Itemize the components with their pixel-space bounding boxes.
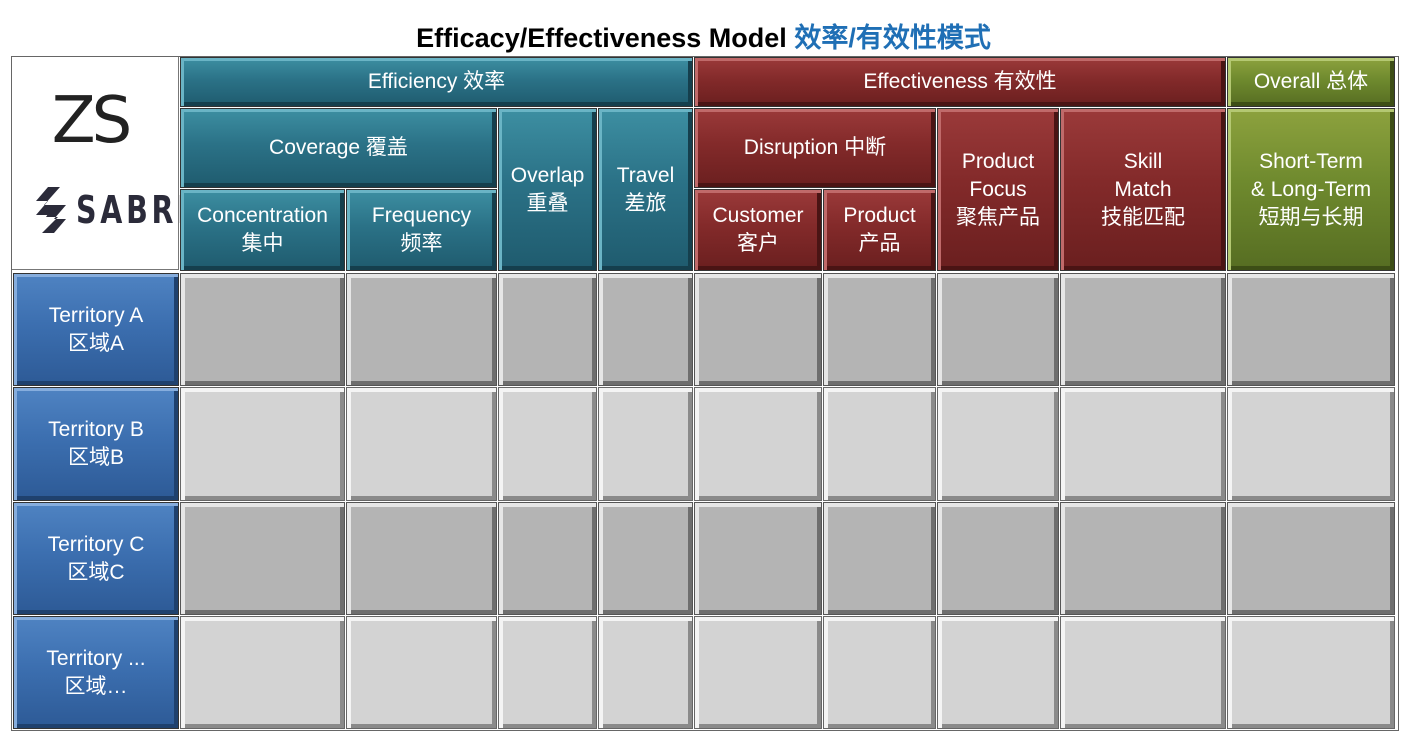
matrix-cell bbox=[180, 273, 345, 386]
zs-logo: ZS bbox=[51, 84, 132, 158]
sabre-mark-icon bbox=[36, 187, 66, 233]
matrix-cell bbox=[598, 273, 693, 386]
title-chinese: 效率/有效性模式 bbox=[794, 23, 991, 53]
matrix-cell bbox=[498, 502, 597, 615]
matrix-cell bbox=[598, 502, 693, 615]
header-product-focus: Product Focus 聚焦产品 bbox=[937, 108, 1059, 271]
header-frequency: Frequency 频率 bbox=[346, 189, 497, 271]
matrix-cell bbox=[1227, 387, 1395, 501]
matrix-cell bbox=[1060, 616, 1226, 729]
matrix-cell bbox=[498, 273, 597, 386]
matrix-cell bbox=[823, 273, 936, 386]
matrix-cell bbox=[694, 387, 822, 501]
diagram-title: Efficacy/Effectiveness Model 效率/有效性模式 bbox=[0, 16, 1407, 55]
matrix-cell bbox=[823, 502, 936, 615]
header-efficiency: Efficiency 效率 bbox=[180, 57, 693, 107]
header-travel: Travel 差旅 bbox=[598, 108, 693, 271]
territory-a: Territory A 区域A bbox=[13, 273, 179, 386]
territory-c: Territory C 区域C bbox=[13, 502, 179, 615]
matrix-cell bbox=[1060, 273, 1226, 386]
sabre-logo: SABRE bbox=[34, 185, 242, 235]
header-short-long-term: Short-Term & Long-Term 短期与长期 bbox=[1227, 108, 1395, 271]
title-english: Efficacy/Effectiveness Model bbox=[416, 23, 787, 53]
matrix-cell bbox=[1060, 387, 1226, 501]
logo-panel: ZS SABRE bbox=[12, 57, 197, 270]
matrix-cell bbox=[1227, 502, 1395, 615]
matrix-cell bbox=[598, 616, 693, 729]
matrix-cell bbox=[498, 616, 597, 729]
header-effectiveness: Effectiveness 有效性 bbox=[694, 57, 1226, 107]
matrix-cell bbox=[694, 616, 822, 729]
matrix-cell bbox=[937, 387, 1059, 501]
matrix-cell bbox=[346, 387, 497, 501]
header-overlap: Overlap 重叠 bbox=[498, 108, 597, 271]
matrix-cell bbox=[1060, 502, 1226, 615]
matrix-cell bbox=[694, 273, 822, 386]
matrix-cell bbox=[346, 273, 497, 386]
header-skill-match: Skill Match 技能匹配 bbox=[1060, 108, 1226, 271]
matrix-cell bbox=[937, 273, 1059, 386]
header-overall: Overall 总体 bbox=[1227, 57, 1395, 107]
matrix-cell bbox=[937, 616, 1059, 729]
matrix-cell bbox=[694, 502, 822, 615]
matrix-cell bbox=[180, 502, 345, 615]
matrix-cell bbox=[937, 502, 1059, 615]
matrix-cell bbox=[823, 387, 936, 501]
header-disruption: Disruption 中断 bbox=[694, 108, 936, 188]
matrix-cell bbox=[1227, 273, 1395, 386]
header-coverage: Coverage 覆盖 bbox=[180, 108, 497, 188]
matrix-cell bbox=[598, 387, 693, 501]
matrix-cell bbox=[1227, 616, 1395, 729]
matrix-cell bbox=[823, 616, 936, 729]
matrix-cell bbox=[346, 616, 497, 729]
header-product: Product 产品 bbox=[823, 189, 936, 271]
matrix-cell bbox=[180, 616, 345, 729]
sabre-wordmark: SABRE bbox=[76, 188, 201, 232]
territory-b: Territory B 区域B bbox=[13, 387, 179, 501]
header-concentration: Concentration 集中 bbox=[180, 189, 345, 271]
header-customer: Customer 客户 bbox=[694, 189, 822, 271]
matrix-cell bbox=[346, 502, 497, 615]
matrix-cell bbox=[498, 387, 597, 501]
territory-more: Territory ... 区域… bbox=[13, 616, 179, 729]
matrix-cell bbox=[180, 387, 345, 501]
